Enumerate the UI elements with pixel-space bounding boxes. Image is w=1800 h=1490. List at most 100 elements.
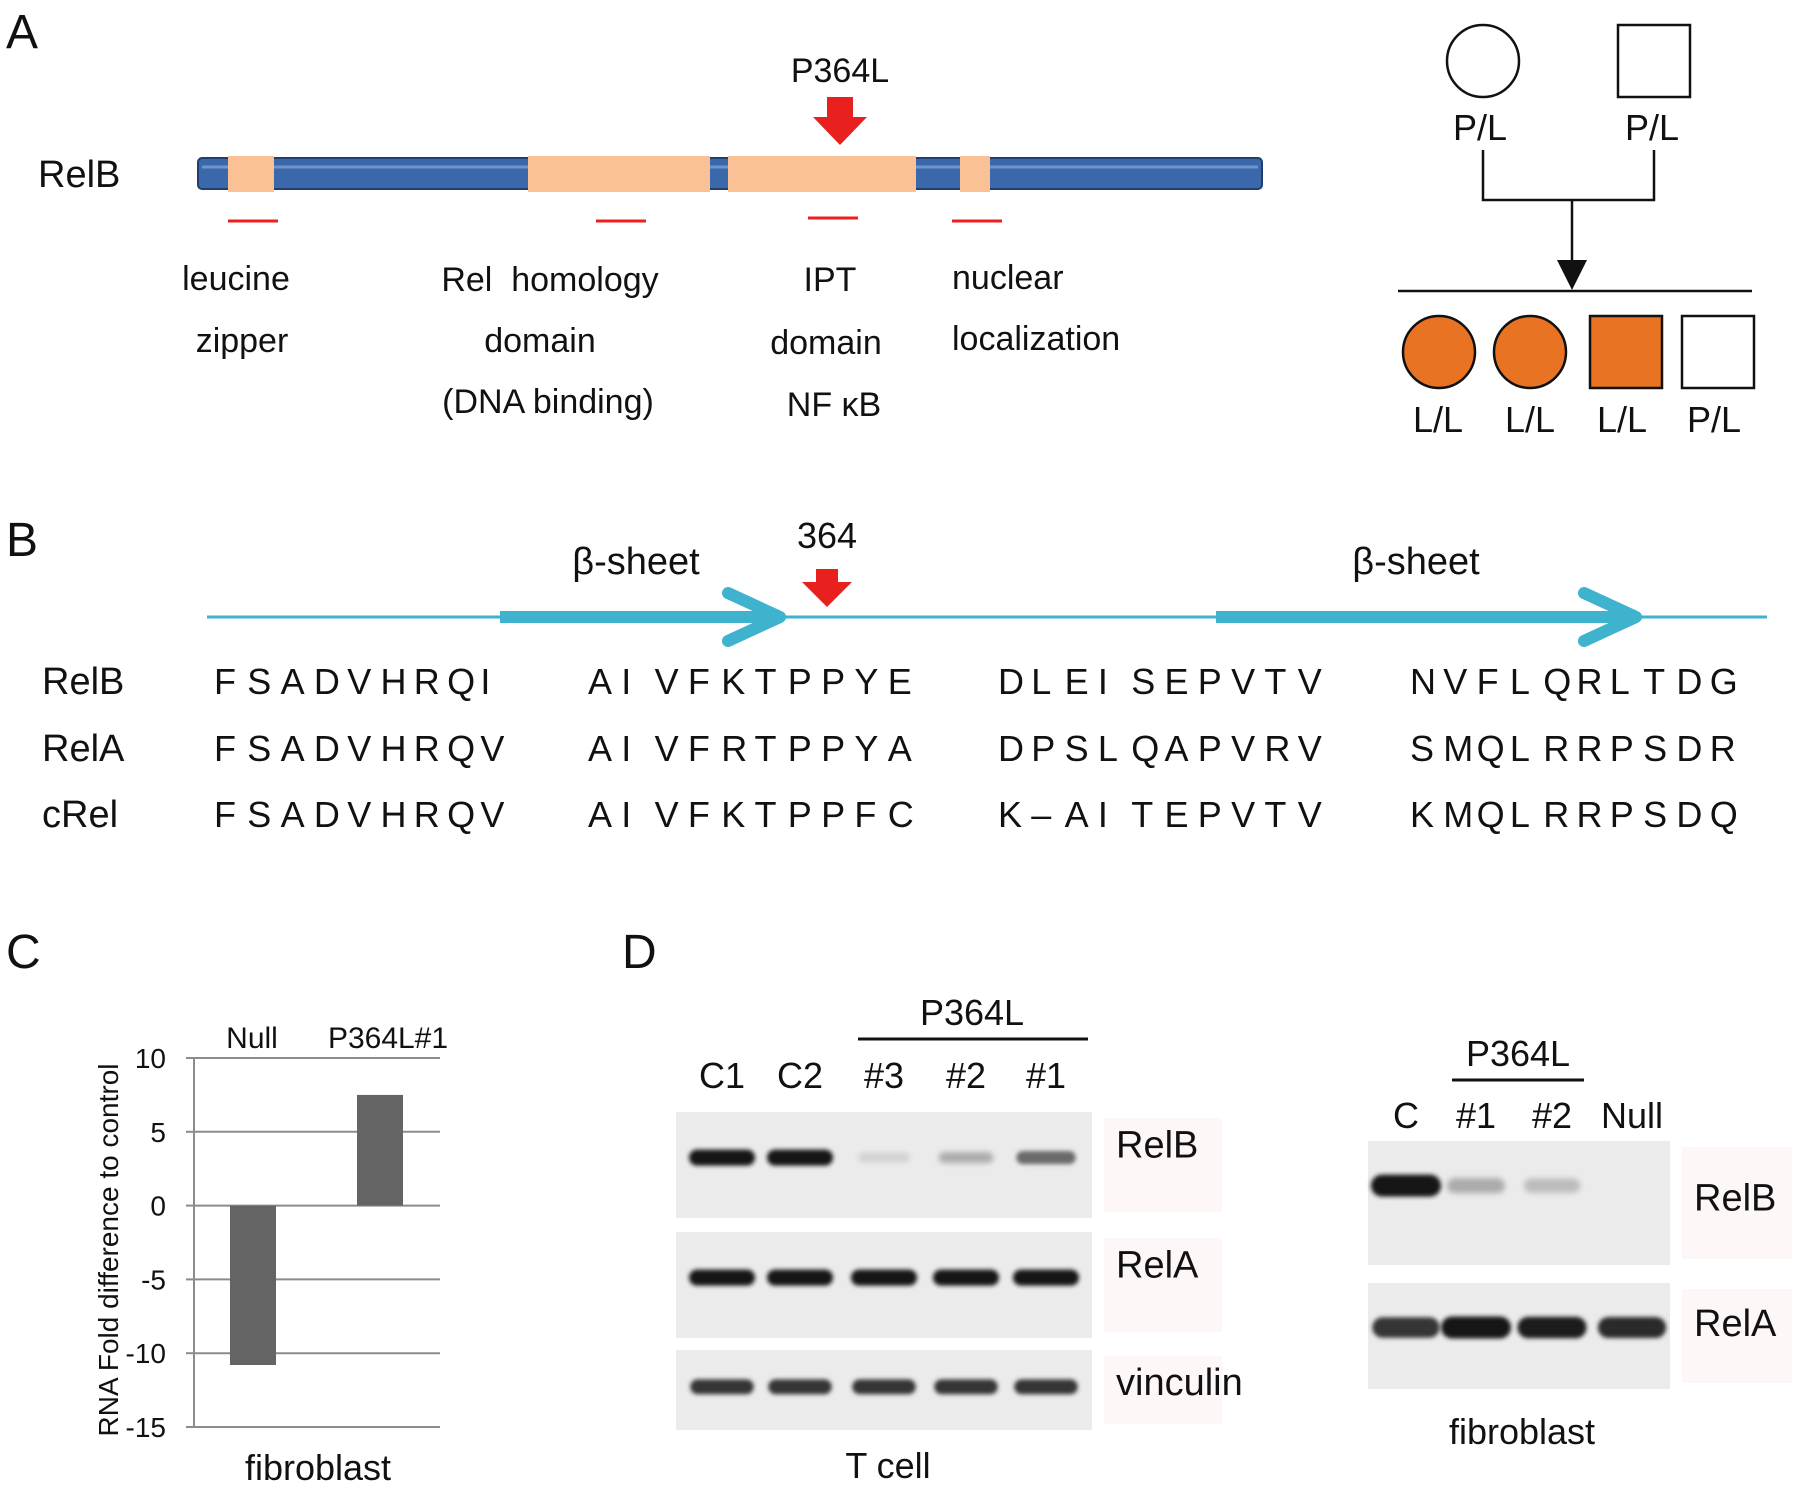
residue: V bbox=[1298, 794, 1322, 835]
residue: H bbox=[381, 728, 407, 769]
pedigree-genotype-child-2: L/L bbox=[1505, 399, 1555, 440]
residue: – bbox=[1031, 794, 1051, 835]
residue: D bbox=[314, 794, 340, 835]
alignment-row-name: RelA bbox=[42, 728, 125, 770]
residue: S bbox=[247, 728, 271, 769]
mutation-arrow bbox=[813, 97, 867, 145]
residue: V bbox=[347, 661, 371, 702]
residue: P bbox=[1610, 794, 1634, 835]
residue: V bbox=[655, 794, 679, 835]
pedigree-father bbox=[1616, 23, 1692, 99]
residue: Q bbox=[1710, 794, 1738, 835]
residue: A bbox=[1065, 794, 1089, 835]
residue: D bbox=[1676, 661, 1702, 702]
residue: R bbox=[1543, 794, 1569, 835]
residue: D bbox=[998, 661, 1024, 702]
blot-label: RelA bbox=[1116, 1245, 1199, 1287]
residue: F bbox=[688, 728, 710, 769]
residue: K bbox=[1410, 794, 1434, 835]
residue: T bbox=[755, 794, 777, 835]
y-tick-label: -5 bbox=[141, 1264, 166, 1295]
blot-band bbox=[1523, 1178, 1581, 1193]
residue: V bbox=[480, 728, 504, 769]
blot-band bbox=[690, 1379, 754, 1395]
chart-y-axis-label: RNA Fold difference to control bbox=[93, 1063, 124, 1436]
blot-band bbox=[689, 1269, 755, 1286]
residue: V bbox=[1231, 661, 1255, 702]
residue: I bbox=[1098, 794, 1108, 835]
residue: I bbox=[1098, 661, 1108, 702]
residue: H bbox=[381, 794, 407, 835]
alignment-row-name: RelB bbox=[42, 661, 124, 703]
pedigree-child-2 bbox=[1492, 314, 1568, 390]
y-tick-label: 0 bbox=[150, 1191, 166, 1222]
pedigree: P/L P/L L/L L/L L/L P/L bbox=[1398, 23, 1756, 440]
chart-x-axis-label: fibroblast bbox=[245, 1447, 391, 1488]
residue: P bbox=[1610, 728, 1634, 769]
residue: T bbox=[755, 661, 777, 702]
pedigree-mother bbox=[1445, 23, 1521, 99]
residue: L bbox=[1610, 661, 1630, 702]
residue: R bbox=[414, 794, 440, 835]
domain-label-rel-homology: Rel homology domain (DNA binding) bbox=[441, 261, 658, 421]
blot-band bbox=[852, 1379, 916, 1395]
residue: R bbox=[414, 728, 440, 769]
domain-label-nuclear-localization: nuclear localization bbox=[952, 259, 1120, 358]
residue: Q bbox=[1543, 661, 1571, 702]
blot-band bbox=[1372, 1317, 1440, 1338]
residue: L bbox=[1510, 794, 1530, 835]
domain-label-line: nuclear bbox=[952, 259, 1064, 297]
residue: V bbox=[1443, 661, 1467, 702]
blot-band bbox=[1014, 1379, 1078, 1395]
lane-label: #1 bbox=[1026, 1055, 1066, 1096]
blot-label-panel bbox=[1104, 1238, 1222, 1332]
residue: Q bbox=[447, 794, 475, 835]
residue: M bbox=[1443, 728, 1473, 769]
residue: V bbox=[1298, 728, 1322, 769]
residue: P bbox=[821, 661, 845, 702]
beta-sheet-label-1: β-sheet bbox=[572, 541, 700, 583]
blot-band bbox=[933, 1269, 999, 1286]
residue: A bbox=[281, 728, 305, 769]
lane-label: C bbox=[1393, 1095, 1419, 1136]
blot-band bbox=[689, 1149, 755, 1166]
residue: T bbox=[755, 728, 777, 769]
residue: F bbox=[214, 794, 236, 835]
residue: S bbox=[1131, 661, 1155, 702]
domain-label-line: domain bbox=[484, 322, 596, 360]
domain-box-nuclear-localization bbox=[960, 156, 990, 192]
beta-sheet-label-2: β-sheet bbox=[1352, 541, 1480, 583]
residue: K bbox=[998, 794, 1022, 835]
residue: K bbox=[721, 661, 745, 702]
blot-band bbox=[768, 1379, 832, 1395]
residue: R bbox=[1577, 661, 1603, 702]
domain-box-rel-homology bbox=[528, 156, 710, 192]
domain-label-line: Rel homology bbox=[441, 261, 658, 299]
residue: I bbox=[621, 728, 631, 769]
residue: P bbox=[1198, 661, 1222, 702]
bar bbox=[357, 1094, 403, 1206]
panel-label-b: B bbox=[6, 514, 38, 567]
domain-label-line: domain bbox=[770, 324, 882, 362]
residue: I bbox=[621, 794, 631, 835]
residue: S bbox=[1065, 728, 1089, 769]
residue: Y bbox=[854, 661, 878, 702]
residue: F bbox=[688, 794, 710, 835]
residue: C bbox=[888, 794, 914, 835]
domain-label-line: (DNA binding) bbox=[442, 383, 654, 421]
blot-band bbox=[1016, 1151, 1076, 1165]
residue: V bbox=[347, 794, 371, 835]
residue: D bbox=[998, 728, 1024, 769]
blot-band bbox=[1517, 1316, 1587, 1339]
residue: L bbox=[1098, 728, 1118, 769]
tcell-caption: T cell bbox=[845, 1445, 930, 1486]
residue: M bbox=[1443, 794, 1473, 835]
residue: T bbox=[1643, 661, 1665, 702]
domain-label-leucine-zipper: leucine zipper bbox=[182, 260, 290, 360]
y-tick-label: 10 bbox=[135, 1043, 166, 1074]
residue: A bbox=[281, 661, 305, 702]
